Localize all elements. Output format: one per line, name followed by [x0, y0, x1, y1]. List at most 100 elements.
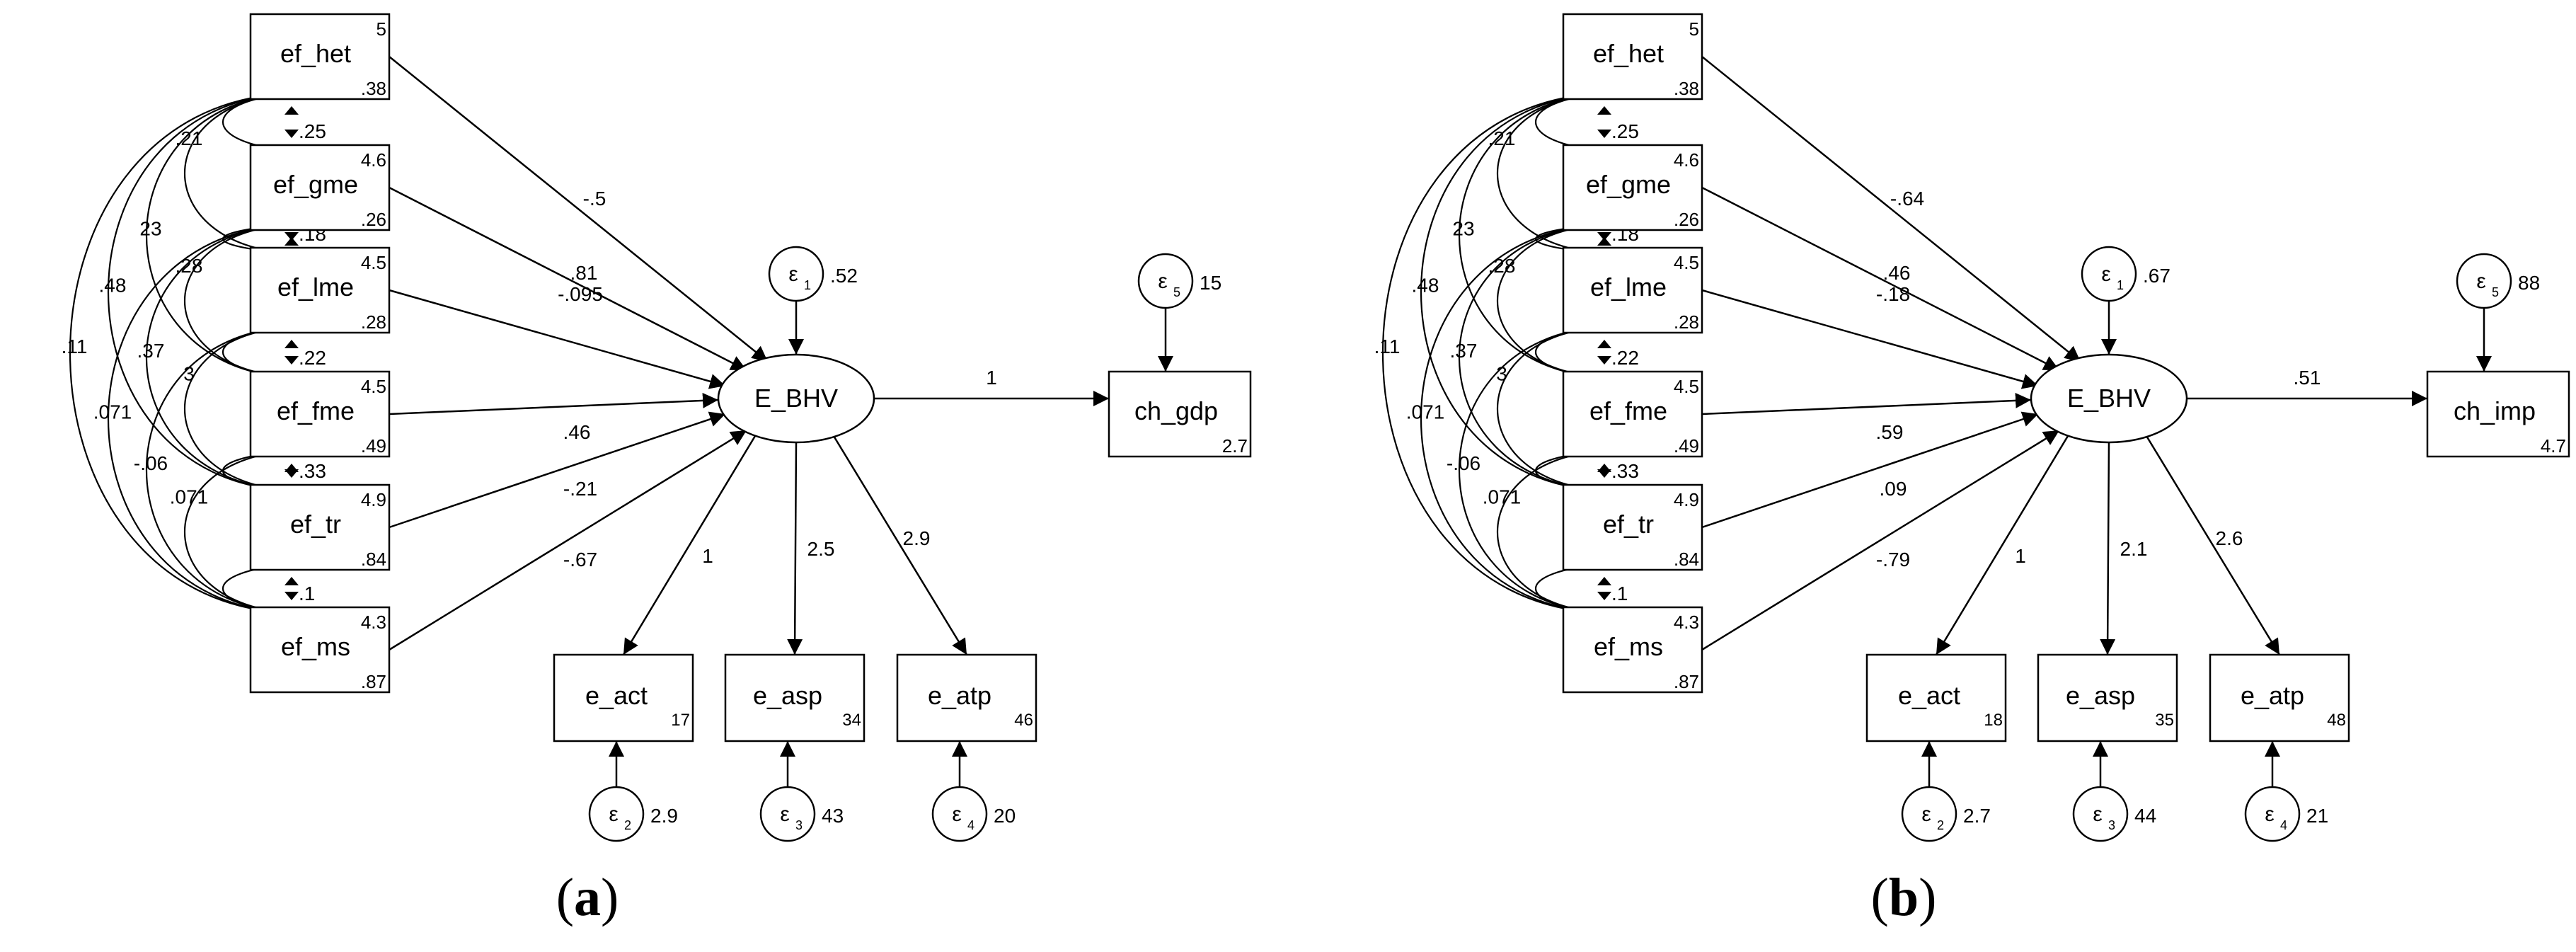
predictor-box-3: [1562, 370, 1703, 458]
outcome-error-symbol: ε: [1158, 270, 1167, 293]
path-arrow-4: [1701, 411, 2039, 529]
covariance-arc-2-3: [222, 326, 294, 379]
predictor-name-4: ef_tr: [290, 510, 341, 539]
covariance-label-2-3: .22: [299, 347, 326, 369]
covariance-arc-2-5: [146, 326, 294, 614]
predictor-name-2: ef_lme: [1590, 273, 1667, 302]
outcome-error-symbol: ε: [2476, 270, 2485, 293]
path-label-3: .59: [1876, 421, 1904, 443]
path-arrow-2: [1701, 289, 2039, 389]
path-label-1: .46: [1883, 262, 1911, 284]
predictor-variance-5: .87: [361, 671, 386, 692]
indicator-0-error-circle: [1901, 786, 1957, 842]
predictor-box-2: [249, 246, 391, 334]
indicator-2-error-symbol: ε: [952, 803, 961, 826]
panel-b-diagram: .25.18.22.33.1.21.283.07123.37-.06.48.07…: [1374, 13, 2570, 842]
cov-head-bot-0: [284, 106, 299, 115]
outcome-error-variance: 15: [1200, 272, 1221, 294]
indicator-loading-label-2: 2.6: [2216, 527, 2243, 549]
covariance-arc-3-5: [184, 449, 294, 614]
covariance-label-0-3: 23: [1452, 218, 1474, 240]
path-label-1: .81: [570, 262, 598, 284]
indicator-0-error-symbol: ε: [609, 803, 618, 826]
covariance-arc-1-3: [1497, 223, 1606, 379]
covariance-arc-1-4: [1459, 223, 1606, 492]
cov-head-bot-1: [284, 237, 299, 246]
indicator-2-error-symbol: ε: [2265, 803, 2274, 826]
predictor-box-4: [249, 483, 391, 571]
cov-head-bot-2: [284, 340, 299, 348]
predictor-intercept-3: 4.5: [361, 376, 386, 397]
covariance-label-1-4: .37: [137, 340, 165, 362]
indicator-loading-label-1: 2.1: [2120, 538, 2148, 560]
cov-head-top-5: [1597, 592, 1611, 600]
covariance-label-1-5: .071: [1406, 401, 1445, 423]
predictor-variance-2: .28: [361, 311, 386, 333]
indicator-0-error-index: 2: [1937, 818, 1944, 832]
indicator-box-1: [2037, 653, 2178, 742]
outcome-variance: 2.7: [1222, 435, 1248, 457]
path-arrow-3: [1701, 392, 2032, 415]
indicator-subscript-0: 18: [1984, 711, 2003, 730]
cov-head-bot-1: [1597, 237, 1611, 246]
predictor-box-5: [249, 606, 391, 694]
covariance-arc-2-5: [1459, 326, 1606, 614]
indicator-name-1: e_asp: [2066, 681, 2135, 710]
cov-head-top-3: [1597, 356, 1611, 365]
predictor-intercept-1: 4.6: [1674, 149, 1699, 171]
covariance-arc-0-2: [184, 92, 294, 255]
predictor-box-2: [1562, 246, 1703, 334]
path-label-0: -.64: [1890, 188, 1924, 210]
covariance-arc-0-4: [107, 92, 294, 492]
predictor-name-4: ef_tr: [1603, 510, 1654, 539]
latent-error-variance: .67: [2143, 265, 2170, 287]
indicator-0-error-variance: 2.7: [1963, 805, 1991, 827]
covariance-arc-4-5: [222, 563, 294, 614]
predictor-name-3: ef_fme: [277, 396, 355, 425]
cov-head-bot-0: [1597, 106, 1611, 115]
covariance-label-0-1: .25: [299, 120, 326, 142]
panel-a-diagram: .25.18.22.33.1.21.283.07123.37-.06.48.07…: [62, 13, 1252, 842]
covariance-label-1-3: .28: [176, 255, 203, 277]
predictor-intercept-5: 4.3: [1674, 612, 1699, 633]
path-arrow-1: [389, 186, 747, 372]
predictor-name-1: ef_gme: [273, 170, 358, 199]
indicator-subscript-2: 48: [2327, 711, 2346, 730]
covariance-label-2-5: -.06: [1447, 452, 1480, 474]
nodes: ef_het5.38ef_gme4.6.26ef_lme4.5.28ef_fme…: [249, 13, 1252, 842]
latent-error-index: 1: [804, 278, 811, 292]
indicator-1-error-index: 3: [795, 818, 803, 832]
predictor-name-0: ef_het: [280, 39, 351, 68]
panel-a-caption: (a): [556, 868, 619, 927]
indicator-1-error-symbol: ε: [2093, 803, 2102, 826]
covariance-label-0-3: 23: [139, 218, 161, 240]
covariance-label-3-4: .33: [1611, 460, 1639, 482]
latent-error-variance: .52: [830, 265, 858, 287]
path-label-4: .09: [1880, 478, 1907, 500]
predictor-intercept-0: 5: [1689, 18, 1699, 40]
indicator-0-error-variance: 2.9: [650, 805, 678, 827]
cov-head-bot-4: [1597, 577, 1611, 585]
latent-name: E_BHV: [754, 384, 838, 413]
path-arrow-0: [389, 56, 769, 362]
indicator-loading-arrow-0: [622, 432, 759, 655]
covariance-label-2-4: 3: [183, 363, 195, 385]
predictor-name-1: ef_gme: [1586, 170, 1671, 199]
latent-error-circle: [768, 246, 824, 302]
covariance-label-0-1: .25: [1611, 120, 1639, 142]
predictor-intercept-5: 4.3: [361, 612, 386, 633]
covariance-label-0-2: .21: [1488, 127, 1516, 149]
indicator-loading-label-1: 2.5: [807, 538, 835, 560]
path-label-2: -.095: [558, 283, 603, 305]
cov-head-top-4: [1597, 469, 1611, 478]
covariance-arc-1-3: [184, 223, 294, 379]
predictor-box-0: [1562, 13, 1703, 101]
indicator-2-error-variance: 21: [2306, 805, 2328, 827]
predictor-variance-3: .49: [361, 435, 386, 457]
covariance-label-2-5: -.06: [134, 452, 168, 474]
predictor-box-1: [1562, 144, 1703, 231]
indicator-subscript-1: 35: [2155, 711, 2174, 730]
